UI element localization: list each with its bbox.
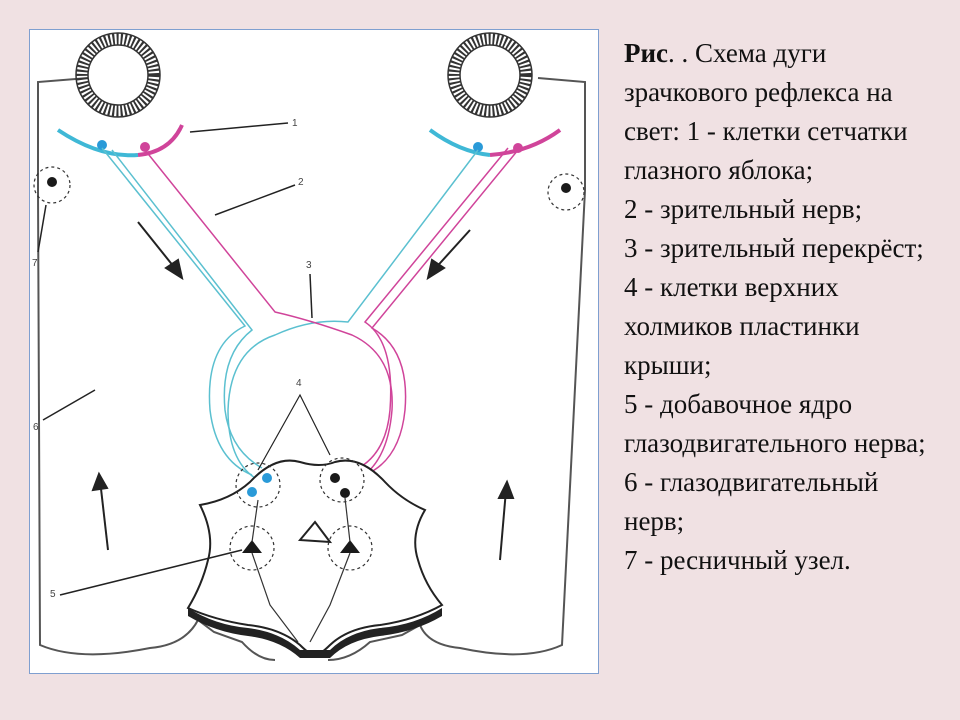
- leader-2: [214, 184, 296, 216]
- left-retina-cyan: [56, 128, 139, 158]
- colliculus-cell-left-1: [247, 487, 257, 497]
- accessory-cell-right: [340, 540, 360, 553]
- optic-fiber-cyan-left-2: [111, 149, 263, 469]
- label-6: 6: [33, 422, 39, 433]
- label-5: 5: [50, 589, 56, 600]
- caption-title: . . Схема дуги зрачкового рефлекса на св…: [624, 38, 908, 185]
- pupillary-reflex-diagram: 1 2 3 4 5 6 7: [29, 29, 599, 674]
- leader-6: [42, 389, 96, 421]
- colliculus-cell-right: [330, 473, 340, 483]
- interneuron-right: [344, 497, 351, 543]
- ciliary-ganglion-left: [33, 166, 71, 204]
- right-eye-iris: [447, 32, 533, 118]
- caption-item-5: 5 - добавочное ядро глазодвигательного н…: [624, 389, 926, 458]
- optic-fiber-cyan-right: [227, 149, 479, 479]
- efferent-right: [309, 552, 351, 643]
- arrow-down-left: [137, 221, 184, 281]
- optic-fiber-magenta-right: [364, 149, 519, 476]
- retina-cell-right-magenta: [513, 143, 523, 153]
- caption-item-6: 6 - глазодвигательный нерв;: [624, 467, 879, 536]
- diagram-svg: 1 2 3 4 5 6 7: [32, 32, 586, 661]
- caption-title-line: Рис. . Схема дуги зрачкового рефлекса на…: [624, 34, 944, 190]
- ciliary-ganglion-cell-left: [47, 177, 57, 187]
- interneuron-left: [251, 499, 259, 543]
- leader-7: [37, 204, 47, 253]
- label-2: 2: [298, 177, 304, 188]
- right-retina-magenta: [489, 128, 562, 157]
- optic-fiber-magenta-right-2: [354, 147, 509, 471]
- accessory-cell-left: [242, 540, 262, 553]
- left-retina-magenta: [137, 124, 184, 157]
- label-3: 3: [306, 260, 312, 271]
- accessory-nucleus-right: [327, 525, 373, 571]
- caption-item-7: 7 - ресничный узел.: [624, 545, 851, 575]
- label-7: 7: [32, 258, 38, 269]
- colliculus-nucleus-right: [319, 457, 365, 503]
- caption-prefix: Рис: [624, 38, 669, 68]
- ciliary-ganglion-right: [547, 173, 585, 211]
- label-1: 1: [292, 118, 298, 129]
- retina-cell-right-cyan: [473, 142, 483, 152]
- oculomotor-nerve-left: [37, 77, 276, 661]
- leader-1: [189, 122, 289, 133]
- arrow-up-left: [91, 471, 109, 551]
- retina-cell-left-cyan: [97, 140, 107, 150]
- left-eye-iris: [75, 32, 161, 118]
- colliculus-cell-right-2: [340, 488, 350, 498]
- caption-item-3-4: 3 - зрительный перекрёст; 4 - клетки вер…: [624, 233, 924, 380]
- label-4: 4: [296, 378, 302, 389]
- label-4-pointer: [257, 393, 331, 471]
- right-retina-cyan: [428, 128, 491, 157]
- accessory-nucleus-left: [229, 525, 275, 571]
- retina-cell-left-magenta: [140, 142, 150, 152]
- figure-caption: Рис. . Схема дуги зрачкового рефлекса на…: [624, 34, 944, 580]
- optic-fiber-cyan-left: [101, 147, 253, 476]
- midbrain-base-shadow: [188, 608, 442, 658]
- caption-item-2: 2 - зрительный нерв;: [624, 194, 863, 224]
- arrow-down-right: [426, 229, 471, 281]
- colliculus-cell-left-2: [262, 473, 272, 483]
- leader-3: [309, 273, 313, 319]
- colliculus-nucleus-left: [235, 462, 281, 508]
- efferent-left: [251, 552, 299, 643]
- optic-fiber-magenta-left: [144, 149, 393, 479]
- cerebral-aqueduct: [297, 520, 333, 544]
- midbrain-section: [186, 459, 444, 657]
- arrow-up-right: [497, 479, 515, 561]
- oculomotor-nerve-right: [327, 77, 586, 661]
- ciliary-ganglion-cell-right: [561, 183, 571, 193]
- leader-5: [59, 549, 243, 596]
